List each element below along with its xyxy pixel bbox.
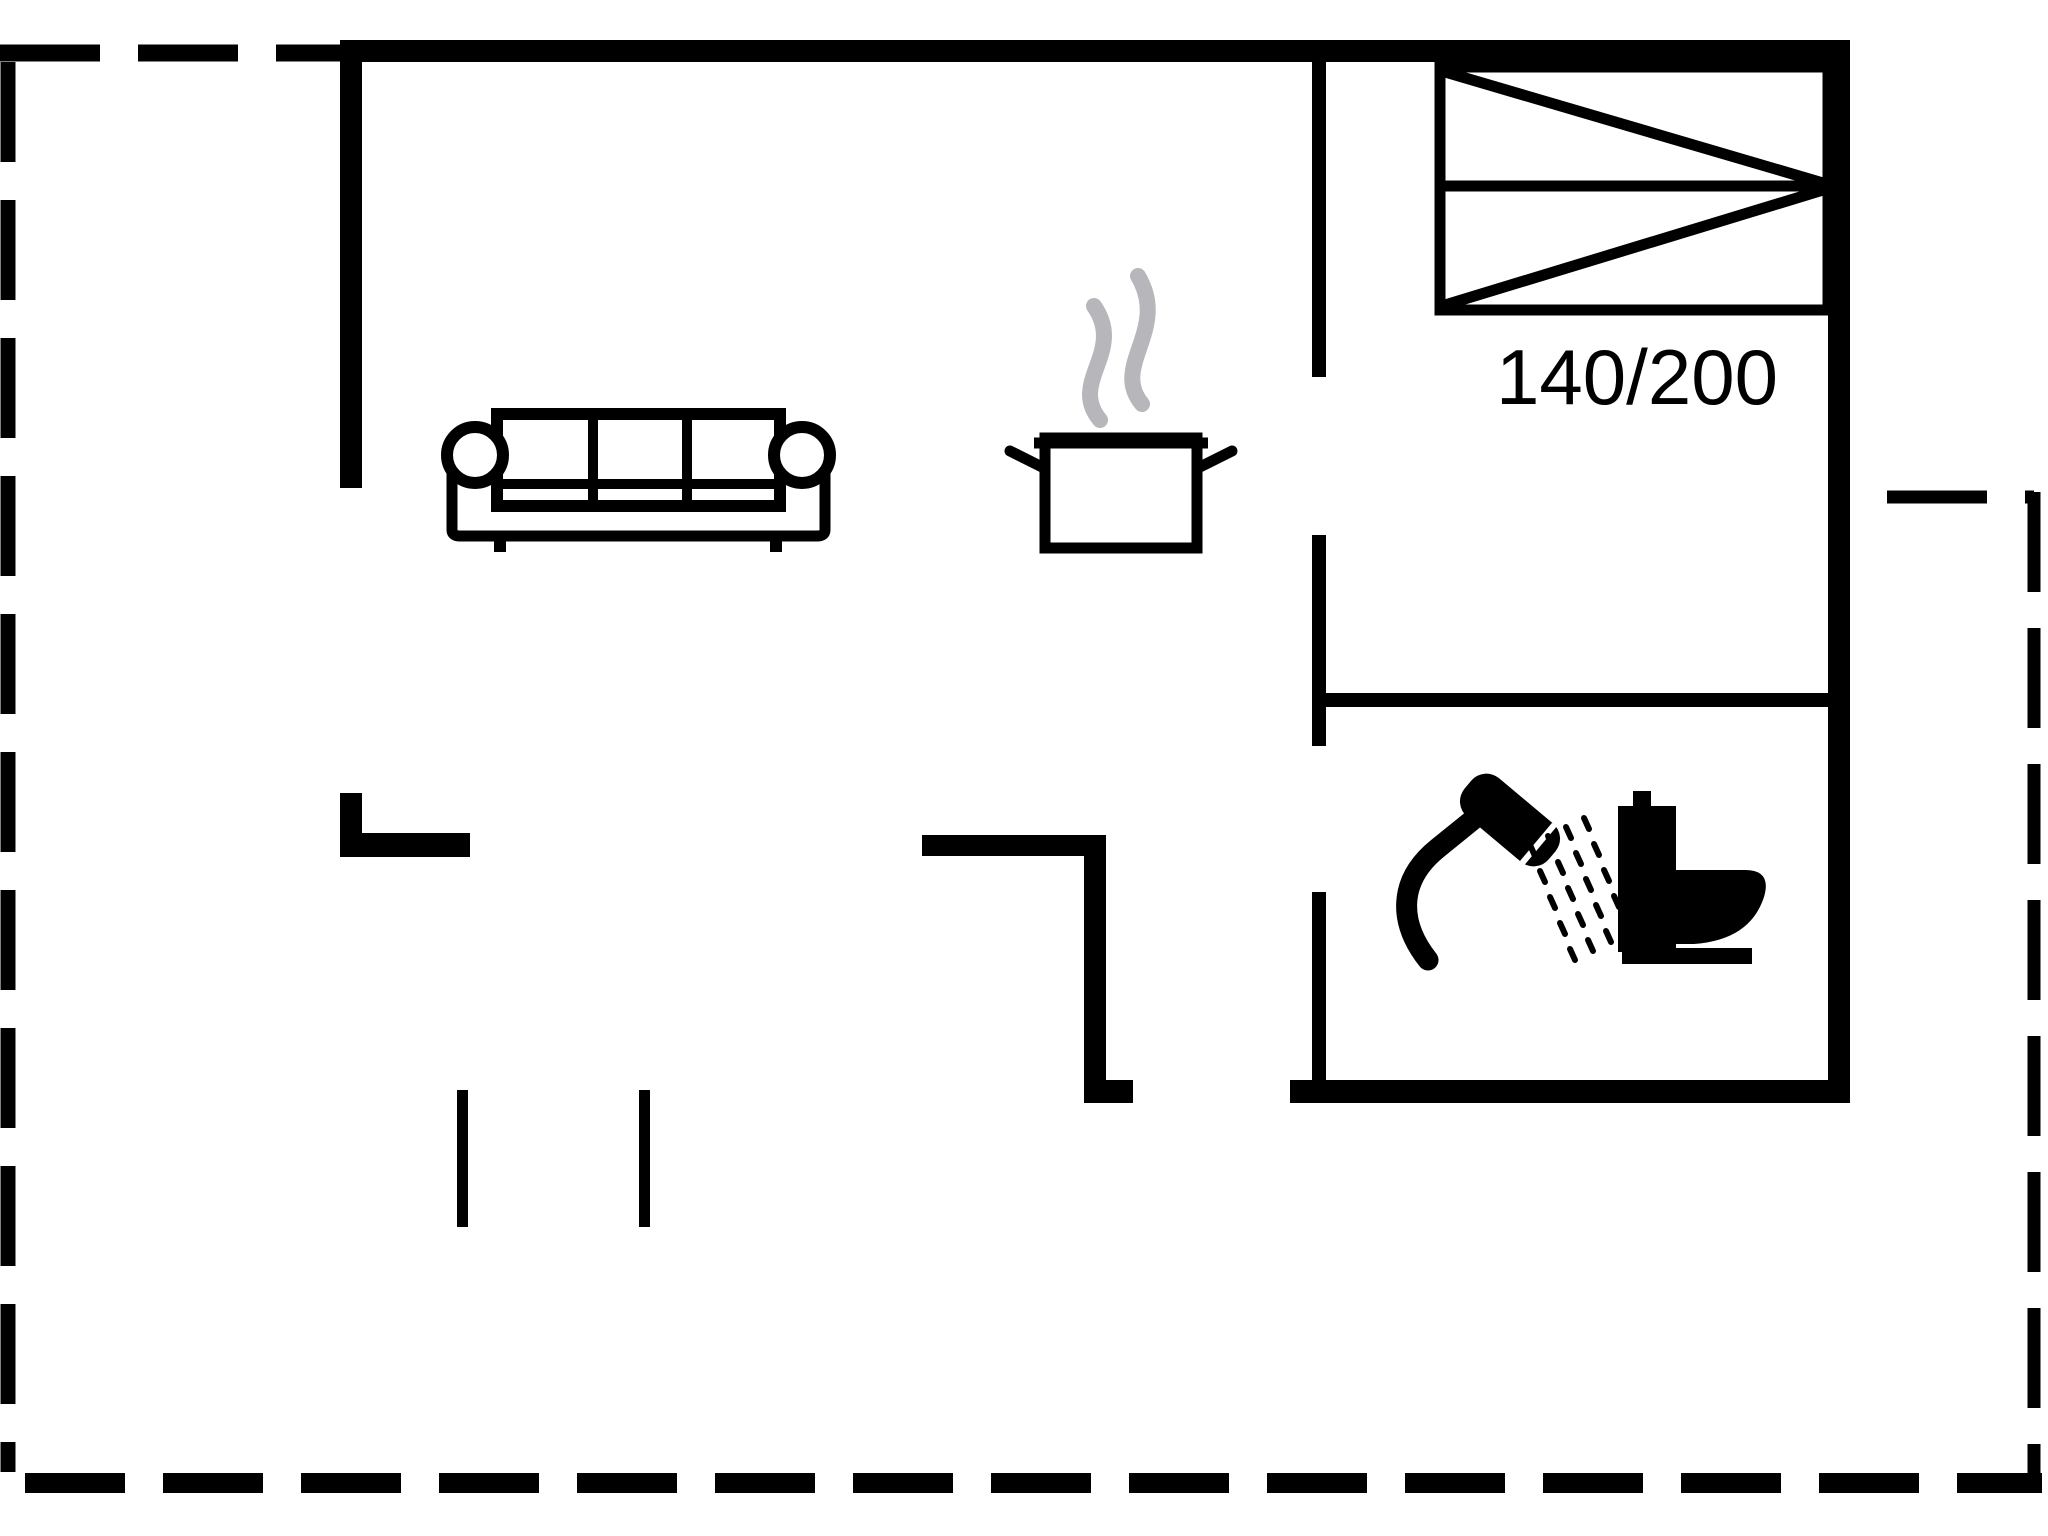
wall-south-west-piece (1084, 1080, 1133, 1103)
terrace-door-tracks (457, 1090, 650, 1227)
toilet-icon (1618, 791, 1766, 964)
door-track-left (457, 1090, 468, 1227)
shower-icon (1396, 773, 1632, 971)
sofa-arm-right (768, 421, 836, 489)
terrace-dashed-boundary (0, 44, 2042, 1493)
sofa-foot-right (770, 536, 782, 552)
double-bed-icon (1434, 61, 1834, 316)
pot-body (1039, 432, 1203, 554)
toilet-tank (1618, 806, 1676, 952)
shower-spray (1527, 815, 1632, 963)
sofa-back (491, 408, 786, 512)
sofa-foot-left (494, 536, 506, 552)
wall-bedroom-bathroom-divider (1312, 693, 1850, 707)
wall-interior-vertical-lower (1312, 892, 1326, 1081)
pot-handle-left (1004, 445, 1050, 474)
sofa-icon (441, 408, 836, 552)
shower-handle (1396, 803, 1491, 971)
cooking-pot-icon (1004, 268, 1238, 554)
exterior-walls (340, 40, 1850, 1103)
interior-walls (1312, 56, 1850, 1081)
toilet-flush-knob (1633, 791, 1651, 808)
toilet-base (1622, 948, 1752, 964)
wall-interior-vertical-upper (1312, 56, 1326, 377)
bed-diagonal-top (1443, 66, 1825, 189)
wall-north (341, 40, 1850, 62)
wall-center-stub-vertical (1084, 835, 1106, 1103)
wall-interior-vertical-middle (1312, 535, 1326, 746)
sofa-arm-left (441, 421, 509, 489)
wall-west-stub-horizontal (340, 833, 470, 857)
wall-south-main (1290, 1080, 1850, 1103)
steam-icon-2 (1124, 268, 1156, 412)
door-track-right (639, 1090, 650, 1227)
toilet-bowl (1676, 870, 1766, 944)
steam-icon (1082, 298, 1112, 428)
pot-handle-right (1192, 445, 1238, 474)
shower-head (1459, 773, 1561, 867)
bed-diagonal-bottom (1443, 184, 1825, 311)
wall-center-stub-horizontal (922, 835, 1106, 856)
wall-west-upper (340, 40, 362, 488)
bed-size-label: 140/200 (1496, 333, 1778, 421)
